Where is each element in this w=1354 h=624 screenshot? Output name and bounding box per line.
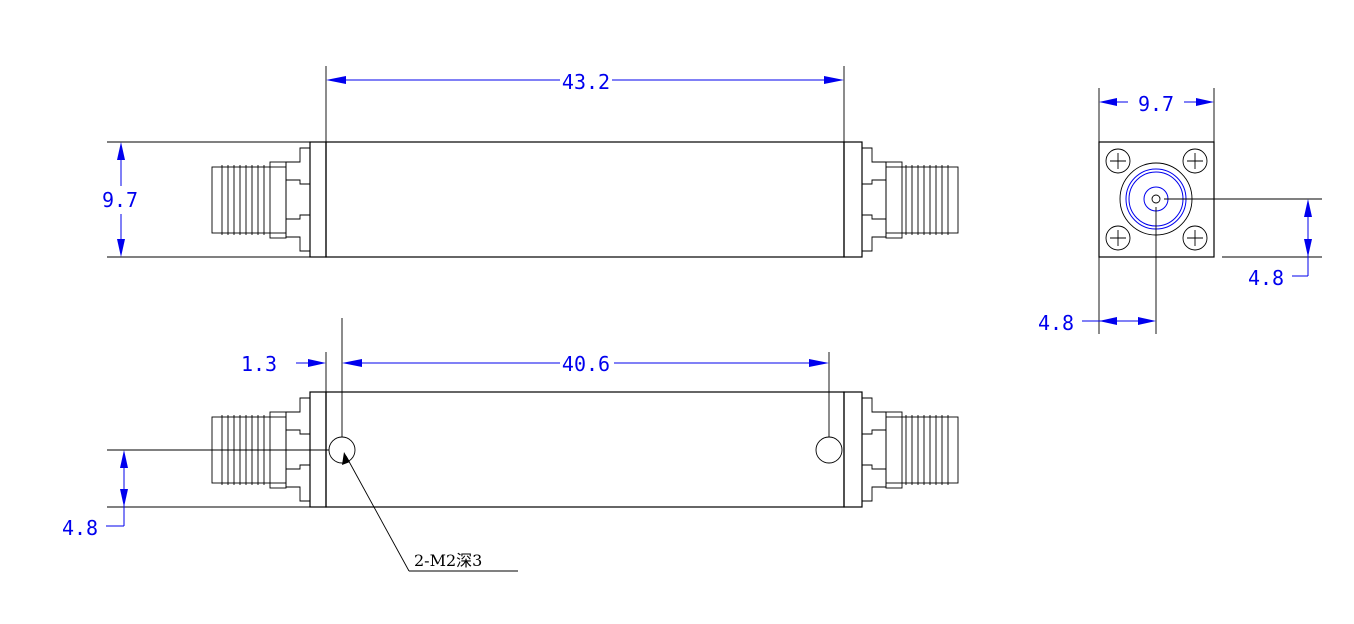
dim-end-width-label: 9.7: [1138, 92, 1174, 116]
hole-callout: 2-M2深3: [342, 452, 518, 572]
dim-length-top-label: 43.2: [562, 70, 610, 94]
dim-end-center-horizontal-label: 4.8: [1038, 311, 1074, 335]
screw-bottom-left: [1105, 225, 1131, 251]
dim-hole-offset: 1.3: [241, 352, 326, 376]
dim-hole-height: 4.8: [62, 450, 128, 540]
dim-height-left: 9.7: [102, 142, 138, 257]
screw-bottom-right: [1182, 225, 1208, 251]
left-connector-threads: [221, 165, 265, 235]
dim-height-left-label: 9.7: [102, 188, 138, 212]
dim-hole-spacing-label: 40.6: [562, 352, 610, 376]
dim-hole-offset-label: 1.3: [241, 352, 277, 376]
dim-hole-height-label: 4.8: [62, 516, 98, 540]
dim-hole-spacing: 40.6: [342, 352, 829, 376]
mount-hole-right: [815, 436, 843, 464]
right-connector-threads: [905, 165, 949, 235]
dim-end-center-vertical: 4.8: [1248, 199, 1312, 290]
bottom-view: [107, 318, 959, 508]
dim-length-top: 43.2: [326, 70, 844, 94]
screw-top-right: [1182, 148, 1208, 174]
screw-top-left: [1105, 148, 1131, 174]
mount-hole-left: [328, 436, 356, 464]
right-connector-threads-bottom: [905, 415, 949, 485]
end-view: [1098, 88, 1322, 334]
top-view: [107, 66, 959, 258]
dim-end-width: 9.7: [1099, 92, 1214, 116]
dim-end-center-horizontal: 4.8: [1038, 311, 1156, 335]
dim-end-center-vertical-label: 4.8: [1248, 266, 1284, 290]
hole-callout-label: 2-M2深3: [414, 551, 482, 570]
